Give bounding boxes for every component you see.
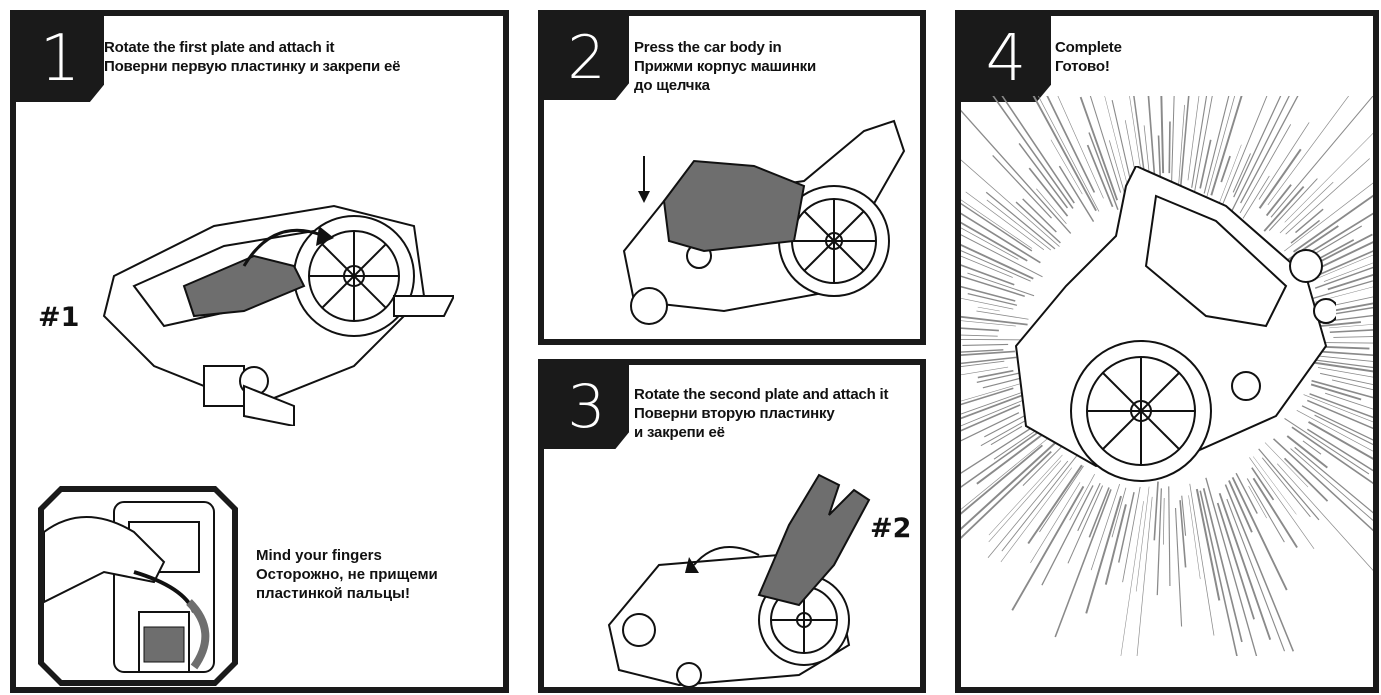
step-2-panel: 2 Press the car body in Прижми корпус ма… [538,10,926,345]
step-3-title-ru-2: и закрепи её [634,423,888,442]
step-1-title: Rotate the first plate and attach it Пов… [104,38,400,76]
burst-ray [1229,481,1252,533]
chassis-illustration-step-2 [604,91,914,336]
step-2-title-en: Press the car body in [634,38,816,57]
step-3-title-en: Rotate the second plate and attach it [634,385,888,404]
assembled-chassis [1006,166,1336,486]
caution-line-2: Осторожно, не прищеми [256,565,438,584]
burst-ray [1030,482,1080,563]
burst-ray [961,361,1004,383]
step-3-title: Rotate the second plate and attach it По… [634,385,888,442]
burst-ray [1042,485,1093,585]
finger-warning-text: Mind your fingers Осторожно, не прищеми … [256,546,438,603]
burst-ray [1330,324,1373,332]
step-3-number: 3 [544,365,629,449]
caution-line-1: Mind your fingers [256,546,438,565]
step-1-panel: 1 Rotate the first plate and attach it П… [10,10,509,693]
plate-1-tag: #1 [38,302,79,333]
step-2-title: Press the car body in Прижми корпус маши… [634,38,816,95]
step-2-number: 2 [544,16,629,100]
burst-ray [1176,508,1182,626]
burst-ray [1086,496,1121,613]
burst-ray [1169,486,1170,586]
step-4-title-en: Complete [1055,38,1122,57]
burst-ray [1163,498,1164,545]
step-1-title-ru: Поверни первую пластинку и закрепи её [104,57,400,76]
caution-line-3: пластинкой пальцы! [256,584,438,603]
step-3-panel: 3 Rotate the second plate and attach it … [538,359,926,693]
burst-ray [1089,488,1109,538]
step-4-panel: 4 Complete Готово! [955,10,1379,693]
burst-ray [978,307,1000,311]
burst-ray [1233,477,1287,590]
burst-ray [1253,478,1297,547]
chassis-illustration-step-1 [94,166,454,426]
chassis-illustration-step-3 [599,455,879,690]
burst-ray [1154,482,1158,541]
burst-ray [962,344,1008,345]
burst-ray [1225,485,1293,652]
step-1-title-en: Rotate the first plate and attach it [104,38,400,57]
burst-ray [961,327,999,331]
step-3-title-ru-1: Поверни вторую пластинку [634,404,888,423]
finger-warning-image [38,486,238,686]
step-2-title-ru-1: Прижми корпус машинки [634,57,816,76]
burst-ray [1333,334,1373,337]
burst-ray [1227,499,1285,651]
burst-ray [1218,503,1254,619]
step-4-number: 4 [961,16,1051,102]
step-4-title-ru: Готово! [1055,57,1122,76]
step-4-title: Complete Готово! [1055,38,1122,76]
burst-ray [1157,488,1161,595]
burst-ray [961,333,998,336]
step-1-number: 1 [16,16,104,102]
burst-ray [1055,489,1111,637]
burst-ray [1160,96,1163,173]
